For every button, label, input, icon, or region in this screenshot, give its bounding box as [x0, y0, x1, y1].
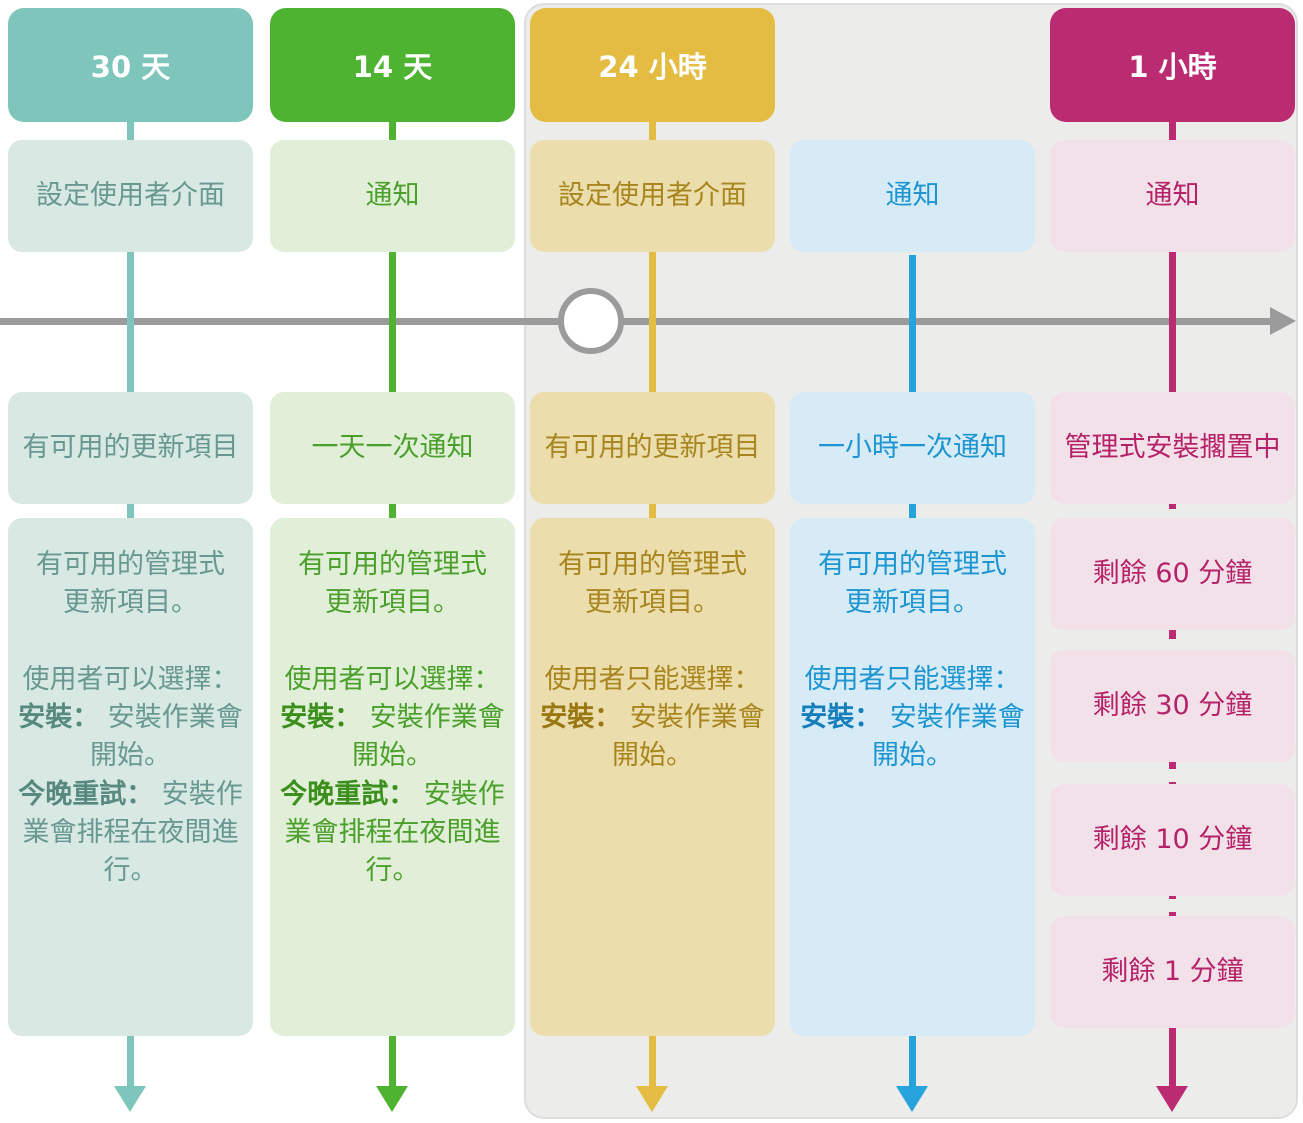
stage-box-label: 通知: [365, 179, 420, 211]
detail-box: 有可用的管理式更新項目。 使用者只能選擇： 安裝： 安裝作業會開始。: [790, 518, 1035, 1036]
install-option-text: 安裝作業會開始。: [612, 701, 765, 772]
down-arrow-icon: [636, 1086, 668, 1112]
choice-heading: 使用者可以選擇：: [284, 663, 501, 695]
column-header-badge: 1 小時: [1050, 8, 1295, 122]
stage-box-daily-notify: 一天一次通知: [270, 392, 515, 504]
down-arrow-icon: [114, 1086, 146, 1112]
down-arrow-icon: [376, 1086, 408, 1112]
stage-box-update-available: 有可用的更新項目: [8, 392, 253, 504]
column-header-label: 24 小時: [598, 50, 707, 84]
timeline-axis: [0, 318, 1272, 325]
detail-choices: 使用者只能選擇： 安裝： 安裝作業會開始。: [538, 661, 767, 776]
stage-box-update-available: 有可用的更新項目: [530, 392, 775, 504]
install-option-label: 安裝：: [280, 701, 362, 733]
stage-box-label: 一天一次通知: [311, 431, 474, 463]
stage-box-hourly-notify: 一小時一次通知: [790, 392, 1035, 504]
retry-option-label: 今晚重試：: [18, 778, 154, 810]
install-option-text: 安裝作業會開始。: [872, 701, 1025, 772]
install-option-label: 安裝：: [18, 701, 100, 733]
stage-box-label: 設定使用者介面: [36, 179, 225, 211]
retry-option-text: 安裝作業會排程在夜間進行。: [284, 778, 505, 887]
column-connector-line: [1169, 1028, 1176, 1090]
column-hourly-notify: 通知 一小時一次通知 有可用的管理式更新項目。 使用者只能選擇： 安裝： 安裝作業…: [790, 0, 1035, 1123]
column-header-label: 14 天: [352, 50, 433, 84]
stage-box-label: 一小時一次通知: [818, 431, 1007, 463]
stage-box-install-pending: 管理式安裝擱置中: [1050, 392, 1295, 504]
countdown-label: 剩餘 30 分鐘: [1092, 689, 1253, 721]
countdown-box-1-min: 剩餘 1 分鐘: [1050, 916, 1295, 1028]
stage-box-config-ui: 設定使用者介面: [530, 140, 775, 252]
detail-box: 有可用的管理式更新項目。 使用者只能選擇： 安裝： 安裝作業會開始。: [530, 518, 775, 1036]
stage-box-label: 通知: [1145, 179, 1200, 211]
stage-box-notification: 通知: [270, 140, 515, 252]
stage-box-notification: 通知: [1050, 140, 1295, 252]
countdown-box-60-min: 剩餘 60 分鐘: [1050, 518, 1295, 630]
column-header-label: 1 小時: [1128, 50, 1217, 84]
down-arrow-icon: [1156, 1086, 1188, 1112]
column-1-hour: 1 小時 通知 管理式安裝擱置中 剩餘 60 分鐘 剩餘 30 分鐘 剩餘 10…: [1050, 0, 1295, 1123]
detail-intro: 有可用的管理式更新項目。: [558, 549, 747, 619]
stage-box-label: 通知: [885, 179, 940, 211]
stage-box-config-ui: 設定使用者介面: [8, 140, 253, 252]
stage-box-label: 設定使用者介面: [558, 179, 747, 211]
choice-heading: 使用者可以選擇：: [22, 663, 239, 695]
countdown-box-10-min: 剩餘 10 分鐘: [1050, 784, 1295, 896]
timeline-right-arrow-icon: [1270, 307, 1296, 335]
detail-box: 有可用的管理式更新項目。 使用者可以選擇： 安裝： 安裝作業會開始。今晚重試： 安…: [270, 518, 515, 1036]
detail-choices: 使用者只能選擇： 安裝： 安裝作業會開始。: [798, 661, 1027, 776]
detail-box: 有可用的管理式更新項目。 使用者可以選擇： 安裝： 安裝作業會開始。今晚重試： 安…: [8, 518, 253, 1036]
night-moon-icon: [557, 287, 625, 355]
choice-heading: 使用者只能選擇：: [804, 663, 1021, 695]
install-option-label: 安裝：: [540, 701, 622, 733]
install-option-label: 安裝：: [800, 701, 882, 733]
column-24-hours: 24 小時 設定使用者介面 有可用的更新項目 有可用的管理式更新項目。 使用者只…: [530, 0, 775, 1123]
detail-choices: 使用者可以選擇： 安裝： 安裝作業會開始。今晚重試： 安裝作業會排程在夜間進行。: [278, 661, 507, 891]
detail-intro: 有可用的管理式更新項目。: [36, 549, 225, 619]
column-header-badge: 30 天: [8, 8, 253, 122]
countdown-label: 剩餘 1 分鐘: [1101, 955, 1244, 987]
choice-heading: 使用者只能選擇：: [544, 663, 761, 695]
install-option-text: 安裝作業會開始。: [352, 701, 505, 772]
retry-option-text: 安裝作業會排程在夜間進行。: [22, 778, 243, 887]
column-header-badge: 24 小時: [530, 8, 775, 122]
column-connector-line: [1169, 60, 1176, 470]
down-arrow-icon: [896, 1086, 928, 1112]
retry-option-label: 今晚重試：: [280, 778, 416, 810]
countdown-box-30-min: 剩餘 30 分鐘: [1050, 650, 1295, 762]
column-30-days: 30 天 設定使用者介面 有可用的更新項目 有可用的管理式更新項目。 使用者可以…: [8, 0, 253, 1123]
stage-box-label: 有可用的更新項目: [544, 431, 761, 463]
column-header-badge: 14 天: [270, 8, 515, 122]
detail-choices: 使用者可以選擇： 安裝： 安裝作業會開始。今晚重試： 安裝作業會排程在夜間進行。: [16, 661, 245, 891]
countdown-label: 剩餘 10 分鐘: [1092, 823, 1253, 855]
column-header-label: 30 天: [90, 50, 171, 84]
detail-intro: 有可用的管理式更新項目。: [298, 549, 487, 619]
stage-box-label: 管理式安裝擱置中: [1064, 431, 1281, 463]
column-14-days: 14 天 通知 一天一次通知 有可用的管理式更新項目。 使用者可以選擇： 安裝： …: [270, 0, 515, 1123]
detail-intro: 有可用的管理式更新項目。: [818, 549, 1007, 619]
stage-box-label: 有可用的更新項目: [22, 431, 239, 463]
install-option-text: 安裝作業會開始。: [90, 701, 243, 772]
stage-box-notification: 通知: [790, 140, 1035, 252]
countdown-label: 剩餘 60 分鐘: [1092, 557, 1253, 589]
